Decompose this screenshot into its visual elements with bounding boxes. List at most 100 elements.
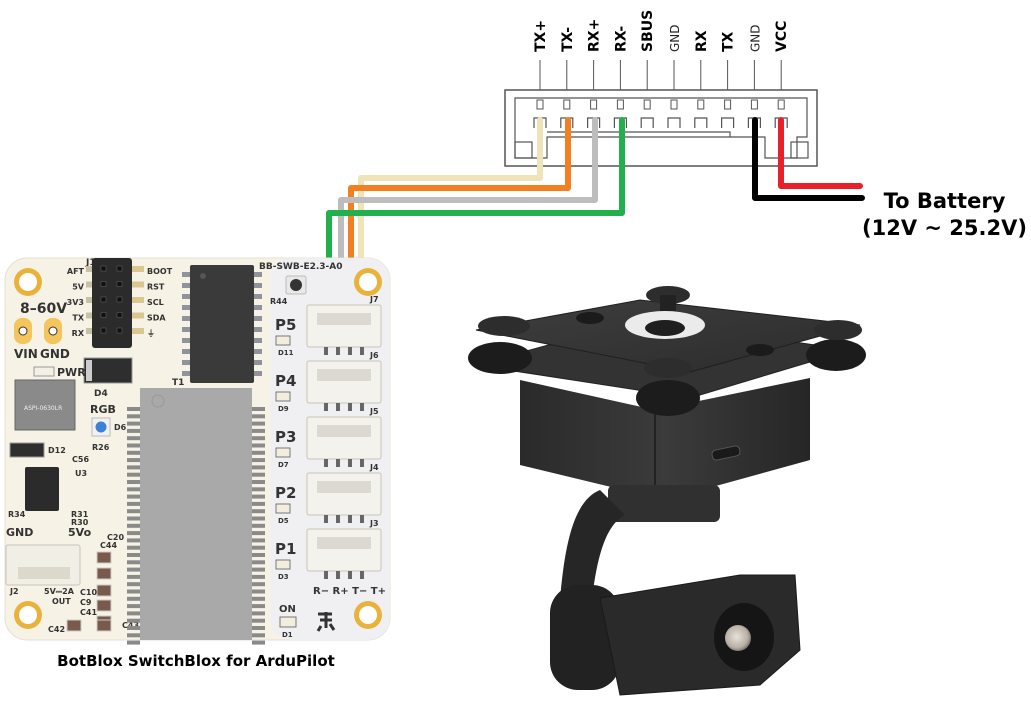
- on-led: [279, 616, 297, 628]
- port-connector[interactable]: [306, 528, 382, 572]
- header-left-label: RX: [72, 329, 85, 338]
- port-pin: [336, 347, 340, 355]
- chip-pin: [252, 574, 265, 579]
- header-pin: [116, 327, 123, 334]
- chip-pin: [182, 360, 190, 365]
- port-pin: [360, 571, 364, 579]
- out-label: 5Vo: [68, 526, 92, 539]
- port-connector[interactable]: [306, 472, 382, 516]
- header-pad: [132, 328, 144, 334]
- label-t1: T1: [172, 378, 184, 388]
- pin-label-2: RX+: [587, 19, 603, 52]
- chip-pin: [252, 458, 265, 463]
- header-left-label: 3V3: [67, 298, 84, 307]
- on-led-ref: D1: [282, 631, 293, 639]
- port-led-ref: D3: [278, 573, 289, 581]
- port-connector-ref: J5: [369, 407, 379, 416]
- chip-pin: [127, 509, 140, 514]
- chip-pin: [182, 316, 190, 321]
- port-label-p1: P1: [275, 540, 296, 558]
- port-label-p2: P2: [275, 484, 296, 502]
- port-pin: [324, 459, 328, 467]
- port-connector[interactable]: [306, 304, 382, 348]
- usb-port-icon: [711, 445, 741, 461]
- camera-lens-icon: [725, 625, 751, 651]
- chip-pin: [127, 465, 140, 470]
- chip-pin: [252, 553, 265, 557]
- gimbal-camera: [468, 286, 866, 696]
- header-pad: [86, 328, 92, 334]
- gnd-out-label: GND: [6, 526, 33, 539]
- header-right-label: RST: [147, 283, 165, 292]
- port-connector[interactable]: [306, 416, 382, 460]
- pin-slot-5: [670, 99, 678, 110]
- port-label-p3: P3: [275, 428, 296, 446]
- chip-pin: [127, 531, 140, 536]
- chip-pin: [252, 560, 265, 565]
- chip-pin: [127, 428, 140, 433]
- header-left-label: 5V: [72, 283, 85, 292]
- chip-pin: [127, 604, 140, 609]
- header-right-label: SDA: [147, 314, 166, 323]
- chip-pin: [127, 560, 140, 565]
- port-led: [275, 503, 291, 514]
- pin-slot-4: [643, 99, 651, 110]
- out-rating: 5V⎓2A: [44, 587, 75, 596]
- header-pins: [86, 265, 144, 334]
- label-r26: R26: [92, 443, 110, 452]
- chip-pin: [252, 567, 265, 572]
- port-pin: [360, 403, 364, 411]
- header-pad: [132, 266, 144, 272]
- chip-pin: [182, 349, 190, 354]
- connector-latch-line: [547, 131, 731, 137]
- pin-header: [92, 258, 132, 348]
- label-r30: R30: [71, 518, 89, 527]
- chip-pin: [254, 327, 262, 332]
- chip-pin: [252, 523, 265, 528]
- port-connector-ref: J6: [369, 351, 379, 360]
- header-pad: [86, 312, 92, 319]
- chip-pin: [252, 604, 265, 609]
- port-pin: [336, 515, 340, 523]
- port-connector-ref: J3: [369, 519, 379, 528]
- vibration-dampers: [468, 286, 866, 416]
- chip-pin: [127, 582, 140, 587]
- pin-label-5: GND: [668, 24, 682, 52]
- chip-pin: [252, 487, 265, 492]
- chip-pin: [252, 414, 265, 419]
- chip-pin: [252, 480, 265, 484]
- port-pin: [336, 459, 340, 467]
- port-connector-ref: J7: [369, 295, 379, 304]
- chip-pin: [127, 640, 140, 645]
- chip-pin: [252, 501, 265, 506]
- botblox-logo-icon: [316, 612, 336, 632]
- header-pin: [100, 281, 107, 287]
- chip-pin: [182, 283, 190, 288]
- port-connector[interactable]: [306, 360, 382, 404]
- port-connector-slot: [317, 537, 371, 549]
- chip-pin: [252, 465, 265, 470]
- label-c9: C9: [80, 598, 92, 607]
- pin-label-7: TX: [721, 31, 737, 52]
- port-pin: [360, 459, 364, 467]
- chip-pin: [252, 509, 265, 514]
- port-led: [275, 559, 291, 570]
- on-label: ON: [279, 604, 296, 615]
- chip-pin: [252, 450, 265, 455]
- capacitor: [66, 619, 82, 632]
- chip-pin: [182, 272, 190, 277]
- capacitor: [96, 619, 112, 632]
- header-pin: [100, 327, 107, 334]
- connector-housing: [504, 89, 818, 167]
- chip-pin: [127, 443, 140, 448]
- connector-lock-right: [790, 141, 809, 159]
- chip-pin: [127, 450, 140, 455]
- port-connector-slot: [317, 313, 371, 325]
- chip-pin: [127, 633, 140, 638]
- chip-pin: [127, 487, 140, 492]
- chip-pin: [127, 596, 140, 601]
- label-c56: C56: [72, 455, 89, 464]
- port-pin: [348, 347, 352, 355]
